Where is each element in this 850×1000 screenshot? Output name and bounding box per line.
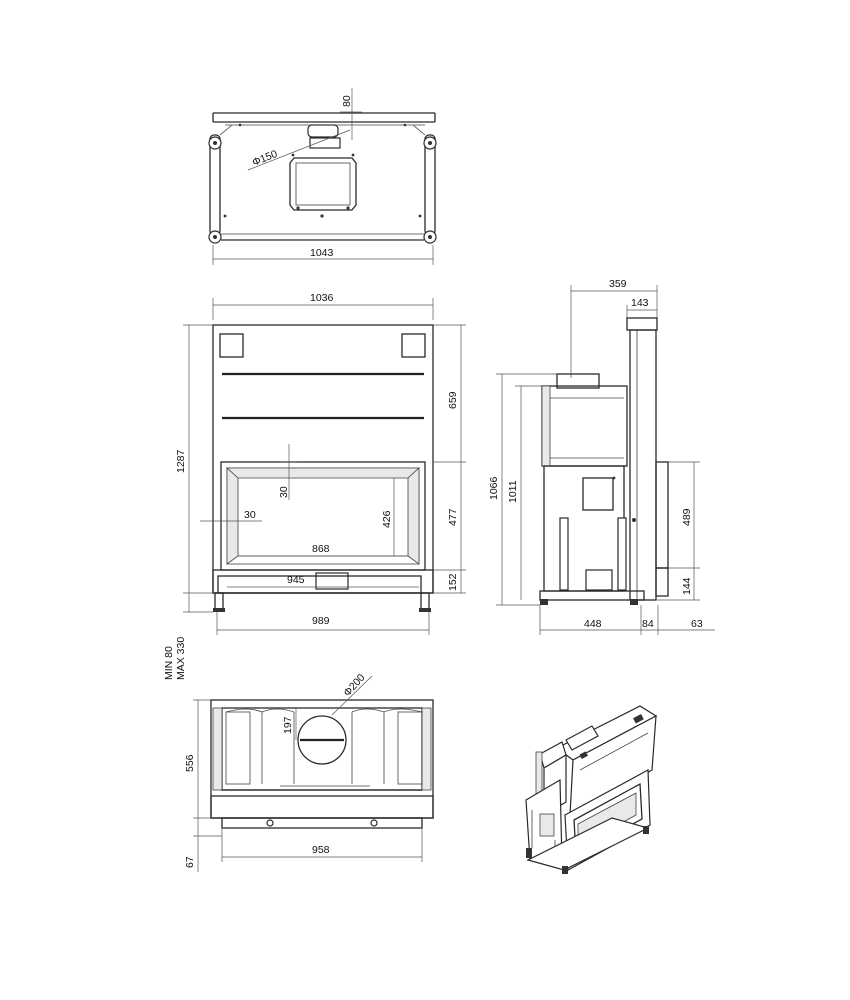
dim-426: 426: [381, 510, 393, 528]
dim-30-horizontal: 30: [244, 509, 256, 521]
dim-659: 659: [447, 391, 459, 409]
dim-989: 989: [312, 615, 330, 627]
dim-1066: 1066: [488, 476, 500, 500]
side-view: 359 143 1066 1011: [488, 278, 715, 635]
dim-max: MAX 330: [175, 637, 187, 680]
dim-80: 80: [341, 95, 353, 107]
isometric-view: [525, 705, 658, 874]
dim-197: 197: [282, 716, 294, 734]
dim-152: 152: [447, 573, 459, 591]
dim-84: 84: [642, 618, 654, 630]
dim-448: 448: [584, 618, 602, 630]
dim-489: 489: [681, 508, 693, 526]
dim-67: 67: [184, 856, 196, 868]
dim-1011: 1011: [507, 480, 519, 503]
dim-477: 477: [447, 508, 459, 526]
dim-958: 958: [312, 844, 330, 856]
dim-phi150: Φ150: [251, 148, 280, 169]
dim-30-vertical: 30: [278, 486, 290, 498]
dim-945: 945: [287, 574, 305, 586]
dim-1043: 1043: [310, 247, 334, 259]
dim-868: 868: [312, 543, 330, 555]
front-view: 1036 30 30 426 868 945: [163, 292, 466, 680]
dim-63: 63: [691, 618, 703, 630]
top-view: 80 Φ150 1043: [208, 88, 437, 265]
dim-min: MIN 80: [163, 646, 175, 680]
dim-359: 359: [609, 278, 627, 290]
dim-1036: 1036: [310, 292, 334, 304]
dim-556: 556: [184, 754, 196, 772]
bottom-view: Φ200 197 556 67 958: [184, 672, 434, 872]
dim-1287: 1287: [175, 449, 187, 473]
dim-phi200: Φ200: [341, 672, 367, 699]
dim-144: 144: [681, 577, 693, 595]
dim-143: 143: [631, 297, 649, 309]
